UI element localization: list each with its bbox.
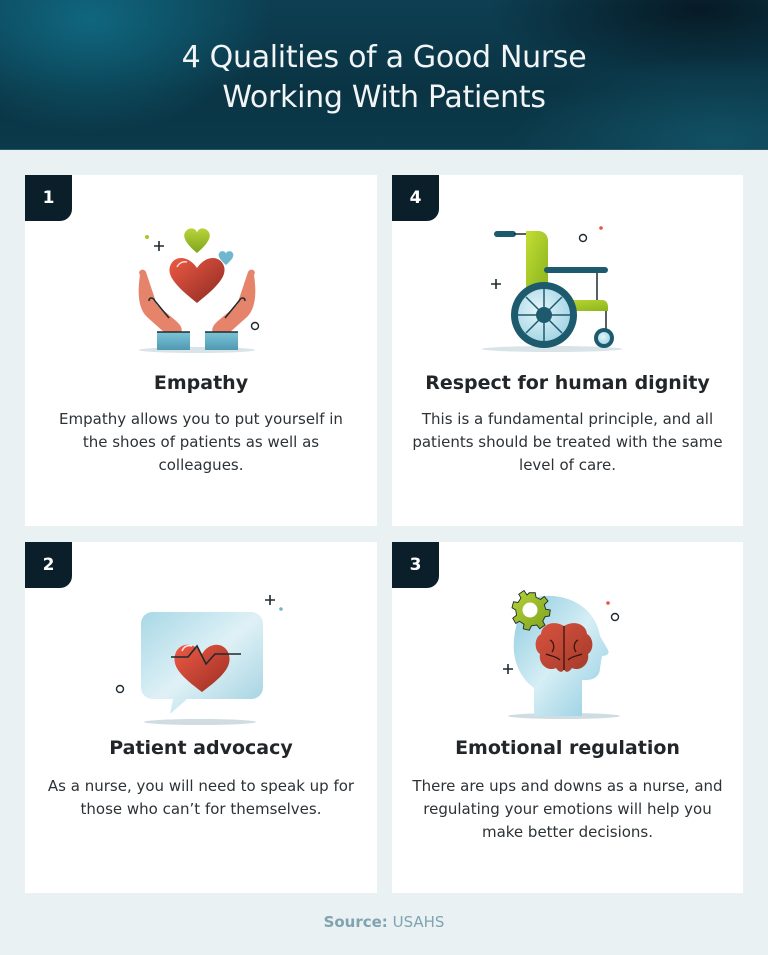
title-line-2: Working With Patients — [222, 80, 546, 115]
card-title: Empathy — [153, 372, 249, 394]
head-brain-gear-icon — [392, 542, 743, 732]
source-label: Source: — [323, 913, 388, 931]
number-badge: 3 — [392, 542, 439, 588]
card-description: As a nurse, you will need to speak up fo… — [47, 777, 355, 818]
number-badge: 2 — [25, 542, 72, 588]
header-banner: 4 Qualities of a Good Nurse Working With… — [0, 0, 768, 150]
page-title: 4 Qualities of a Good Nurse Working With… — [0, 38, 768, 118]
number-badge: 1 — [25, 175, 72, 221]
source-value: USAHS — [392, 913, 445, 931]
quality-card-respect: 4 — [392, 175, 743, 526]
card-title: Respect for human dignity — [425, 372, 710, 394]
number-badge: 4 — [392, 175, 439, 221]
title-line-1: 4 Qualities of a Good Nurse — [181, 40, 587, 75]
quality-card-emotional-regulation: 3 — [392, 542, 743, 893]
speech-bubble-heartbeat-icon — [25, 542, 377, 732]
quality-card-advocacy: 2 Patient advocacy As a nurse, you will … — [25, 542, 377, 893]
hands-holding-heart-icon — [25, 175, 377, 365]
wheelchair-icon — [392, 175, 743, 365]
card-title: Patient advocacy — [109, 737, 293, 759]
card-description: Empathy allows you to put yourself in th… — [59, 410, 343, 474]
source-credit: Source: USAHS — [0, 913, 768, 931]
quality-card-empathy: 1 — [25, 175, 377, 526]
card-description: There are ups and downs as a nurse, and … — [412, 777, 723, 841]
card-title: Emotional regulation — [455, 737, 680, 759]
card-description: This is a fundamental principle, and all… — [412, 410, 723, 474]
